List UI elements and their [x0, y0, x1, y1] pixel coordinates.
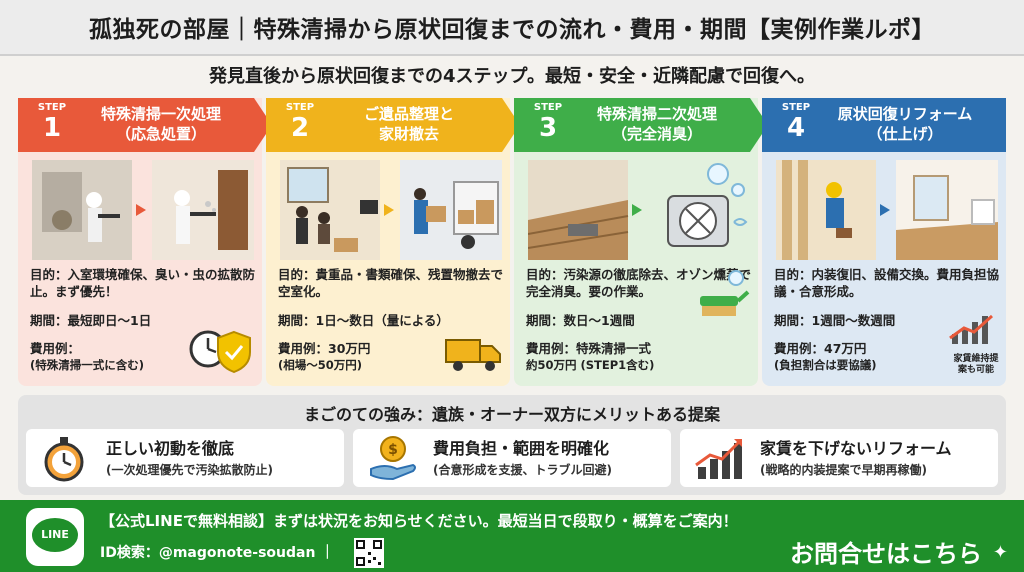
renovation-worker-icon: [776, 160, 998, 260]
strength-card-initial-response: 正しい初動を徹底 (一次処理優先で汚染拡散防止): [26, 429, 344, 487]
clock-shield-icon: [189, 330, 251, 374]
step-2-period: 期間：1日〜数日（量による）: [278, 313, 449, 328]
strength-title: 正しい初動を徹底: [106, 439, 235, 458]
step-2-cost: 費用例：30万円(相場〜50万円): [278, 341, 371, 372]
step-1-period: 期間：最短即日〜1日: [30, 313, 152, 328]
strength-sub: (一次処理優先で汚染拡散防止): [106, 463, 273, 477]
qr-code-icon[interactable]: [354, 538, 384, 568]
strengths-section: まごのての強み：遺族・オーナー双方にメリットある提案 正しい初動を徹底 (一次処…: [18, 395, 1006, 495]
strength-sub: (戦略的内装提案で早期再稼働): [760, 463, 927, 477]
step-1-arrow-banner: [18, 98, 272, 152]
step-2-arrow-banner: [266, 98, 520, 152]
worker-spraying-icon: [32, 160, 254, 260]
step-2-title: ご遺品整理と家財撤去: [363, 105, 454, 143]
step-4-title: 原状回復リフォーム（仕上げ）: [837, 105, 973, 143]
step-3-cost: 費用例：特殊清掃一式約50万円 (STEP1含む): [526, 341, 655, 372]
line-logo-icon[interactable]: LINE: [26, 508, 84, 566]
strength-card-cost-clarity: $ 費用負担・範囲を明確化 (合意形成を支援、トラブル回避): [353, 429, 671, 487]
footer-cta-bar[interactable]: LINE 【公式LINEで無料相談】まずは状況をお知らせください。最短当日で段取…: [0, 500, 1024, 572]
rising-chart-icon: [949, 314, 993, 344]
step-3-period: 期間：数日〜1週間: [526, 313, 635, 328]
step-2-purpose: 目的：貴重品・書類確保、残置物撤去で空室化。: [278, 267, 504, 299]
step-1-purpose: 目的：入室環境確保、臭い・虫の拡散防止。まず優先！: [30, 267, 256, 299]
title-bar: 孤独死の部屋｜特殊清掃から原状回復までの流れ・費用・期間【実例作業ルポ】: [0, 0, 1024, 56]
step-4-purpose: 目的：内装復旧、設備交換。費用負担協議・合意形成。: [774, 267, 1000, 299]
step-4-banner: [762, 98, 1006, 152]
step-3-purpose: 目的：汚染源の徹底除去、オゾン燻蒸で完全消臭。要の作業。: [526, 267, 752, 299]
sparkle-icon: ✦: [992, 542, 1008, 563]
step-4-cost: 費用例：47万円(負担割合は要協議): [774, 341, 877, 372]
strength-sub: (合意形成を支援、トラブル回避): [433, 463, 612, 477]
step-1-cost: 費用例：(特殊清掃一式に含む): [30, 341, 145, 372]
strength-card-rent-reform: 家賃を下げないリフォーム (戦略的内装提案で早期再稼働): [680, 429, 998, 487]
page-subtitle: 発見直後から原状回復までの4ステップ。最短・安全・近隣配慮で回復へ。: [209, 66, 815, 87]
stopwatch-icon: [44, 437, 84, 482]
rent-maintain-badge: 家賃維持提案も可能: [953, 354, 999, 375]
strengths-heading: まごのての強み：遺族・オーナー双方にメリットある提案: [303, 405, 720, 424]
page-title: 孤独死の部屋｜特殊清掃から原状回復までの流れ・費用・期間【実例作業ルポ】: [89, 17, 935, 43]
delivery-truck-icon: [445, 339, 501, 371]
footer-message: 【公式LINEで無料相談】まずは状況をお知らせください。最短当日で段取り・概算を…: [100, 512, 738, 530]
brush-icon: [700, 270, 750, 316]
svg-text:$: $: [388, 442, 398, 458]
line-logo-label: LINE: [41, 528, 69, 541]
step-3-title: 特殊清掃二次処理（完全消臭）: [596, 105, 717, 143]
step-1-title: 特殊清掃一次処理（応急処置）: [100, 105, 221, 143]
strength-title: 費用負担・範囲を明確化: [433, 439, 610, 458]
growth-chart-icon: [695, 439, 742, 479]
step-3-arrow-banner: [514, 98, 768, 152]
line-id-text: ID検索：@magonote-soudan ｜: [100, 545, 335, 561]
step-4-period: 期間：1週間〜数週間: [774, 313, 896, 328]
ozone-machine-icon: [528, 160, 748, 260]
contact-cta-link[interactable]: お問合せはこちら: [790, 540, 982, 568]
family-sorting-icon: [280, 160, 502, 260]
coin-hand-icon: $: [370, 436, 416, 481]
strength-title: 家賃を下げないリフォーム: [760, 439, 952, 458]
